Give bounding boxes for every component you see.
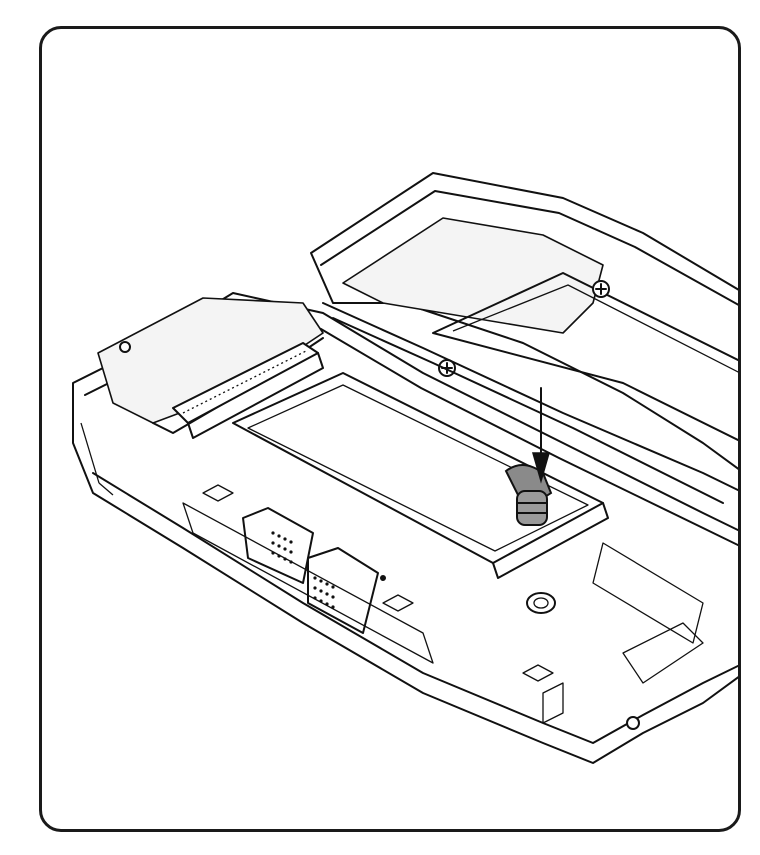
down-arrow-icon: [532, 387, 550, 484]
hinged-top-cover: [310, 172, 738, 504]
ssd-installation-drawing: [72, 172, 738, 764]
standoff-hole: [526, 592, 556, 614]
bottom-housing: [72, 292, 738, 764]
illustration-frame: [39, 26, 741, 832]
ssd-connector-slot: [172, 342, 324, 439]
tray-details: [182, 484, 704, 730]
m2-ssd-module: [232, 372, 609, 579]
